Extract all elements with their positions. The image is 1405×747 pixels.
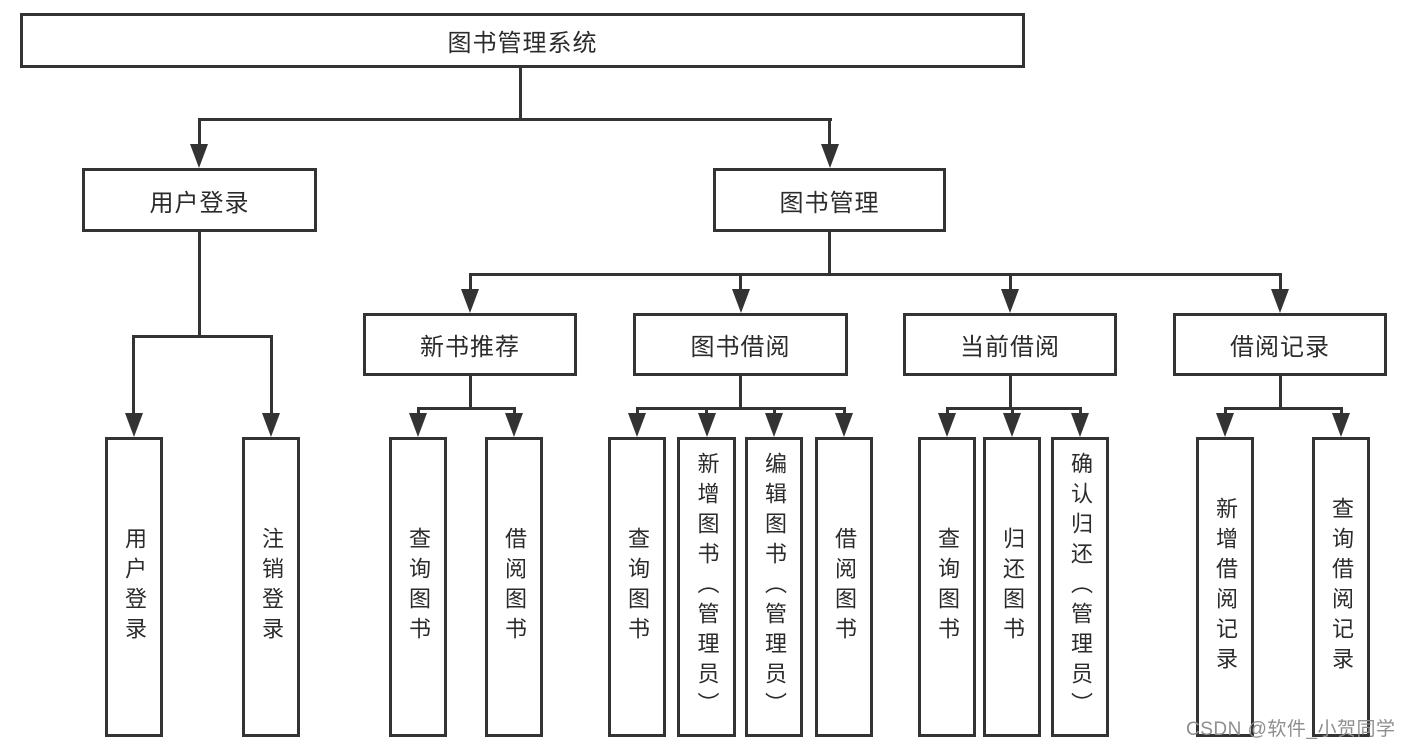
connector-line <box>270 335 273 413</box>
arrow-down <box>125 413 143 437</box>
node-user-login: 用户登录 <box>82 168 317 232</box>
connector-line <box>828 232 831 273</box>
node-label: 图书管理系统 <box>447 30 598 57</box>
connector-line <box>1340 407 1343 415</box>
connector-line <box>773 407 776 415</box>
leaf-query-borrow-record: 查询借阅记录 <box>1312 437 1370 737</box>
leaf-query-books-recommend: 查询图书 <box>389 437 447 737</box>
leaf-query-books-current: 查询图书 <box>918 437 976 737</box>
node-label: 查询借阅记录 <box>1329 497 1354 677</box>
watermark: CSDN @软件_小贺同学 <box>1186 719 1396 740</box>
connector-line <box>469 273 1282 276</box>
connector-line <box>132 335 273 338</box>
connector-line <box>946 407 949 415</box>
node-label: 归还图书 <box>1000 527 1025 647</box>
connector-line <box>417 407 420 415</box>
connector-line <box>1011 407 1014 415</box>
connector-line <box>198 232 201 335</box>
node-label: 借阅记录 <box>1230 334 1330 361</box>
leaf-query-books-borrow: 查询图书 <box>608 437 666 737</box>
connector-line <box>1009 376 1012 407</box>
arrow-down <box>505 413 523 437</box>
connector-line <box>1279 376 1282 407</box>
connector-line <box>513 407 516 415</box>
leaf-borrow-books: 借阅图书 <box>815 437 873 737</box>
connector-line <box>636 407 639 415</box>
arrow-down <box>698 413 716 437</box>
node-label: 编辑图书（管理员） <box>762 452 787 722</box>
node-label: 借阅图书 <box>502 527 527 647</box>
connector-line <box>519 68 522 118</box>
arrow-down <box>1003 413 1021 437</box>
node-label: 借阅图书 <box>832 527 857 647</box>
node-label: 用户登录 <box>149 189 250 217</box>
arrow-down <box>262 413 280 437</box>
node-label: 查询图书 <box>935 527 960 647</box>
leaf-borrow-books-recommend: 借阅图书 <box>485 437 543 737</box>
connector-line <box>739 273 742 289</box>
node-book-management: 图书管理 <box>713 168 946 232</box>
arrow-down <box>628 413 646 437</box>
arrow-down <box>938 413 956 437</box>
node-label: 当前借阅 <box>960 334 1060 361</box>
node-label: 新增图书（管理员） <box>694 452 720 722</box>
node-label: 图书管理 <box>779 189 880 217</box>
node-label: 查询图书 <box>625 527 650 647</box>
arrow-down <box>409 413 427 437</box>
node-label: 新增借阅记录 <box>1213 497 1238 677</box>
connector-line <box>1224 407 1343 410</box>
connector-line <box>1079 407 1082 415</box>
node-book-borrow: 图书借阅 <box>633 313 848 376</box>
node-label: 图书借阅 <box>690 334 791 361</box>
arrow-down <box>1001 289 1019 313</box>
leaf-add-borrow-record: 新增借阅记录 <box>1196 437 1254 737</box>
connector-line <box>946 407 1082 410</box>
node-library-system: 图书管理系统 <box>20 13 1025 68</box>
connector-line <box>828 118 831 144</box>
connector-line <box>469 273 472 289</box>
node-label: 用户登录 <box>122 527 147 647</box>
arrow-down <box>1071 413 1089 437</box>
node-label: 新书推荐 <box>420 334 520 361</box>
arrow-down <box>1271 289 1289 313</box>
leaf-confirm-return-admin: 确认归还（管理员） <box>1051 437 1109 737</box>
connector-line <box>198 118 832 121</box>
connector-line <box>469 376 472 407</box>
arrow-down <box>1216 413 1234 437</box>
leaf-add-book-admin: 新增图书（管理员） <box>677 437 736 737</box>
node-label: 查询图书 <box>406 527 431 647</box>
connector-line <box>198 118 201 144</box>
arrow-down <box>765 413 783 437</box>
connector-line <box>705 407 708 415</box>
node-borrow-records: 借阅记录 <box>1173 313 1387 376</box>
connector-line <box>417 407 516 410</box>
leaf-user-login: 用户登录 <box>105 437 163 737</box>
leaf-return-book: 归还图书 <box>983 437 1041 737</box>
arrow-down <box>732 289 750 313</box>
connector-line <box>1009 273 1012 289</box>
connector-line <box>132 335 135 413</box>
node-new-book-recommend: 新书推荐 <box>363 313 577 376</box>
leaf-logout: 注销登录 <box>242 437 300 737</box>
arrow-down <box>821 144 839 168</box>
connector-line <box>843 407 846 415</box>
leaf-edit-book-admin: 编辑图书（管理员） <box>745 437 803 737</box>
connector-line <box>1224 407 1227 415</box>
arrow-down <box>835 413 853 437</box>
node-label: 注销登录 <box>259 527 284 647</box>
arrow-down <box>461 289 479 313</box>
connector-line <box>739 376 742 407</box>
arrow-down <box>1332 413 1350 437</box>
node-current-borrow: 当前借阅 <box>903 313 1117 376</box>
connector-line <box>1279 273 1282 289</box>
arrow-down <box>190 144 208 168</box>
connector-line <box>636 407 846 410</box>
node-label: 确认归还（管理员） <box>1068 452 1093 722</box>
